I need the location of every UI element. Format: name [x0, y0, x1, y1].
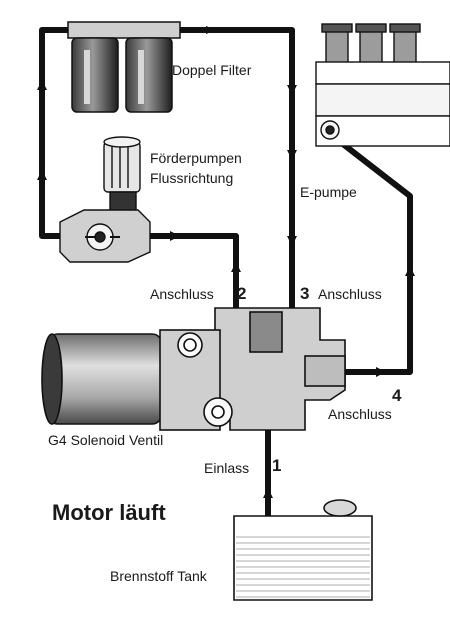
- arrow-icon: [287, 85, 297, 95]
- flow-arrows: [37, 26, 415, 498]
- label-anschluss-2: Anschluss: [150, 286, 214, 302]
- label-anschluss-3: Anschluss: [318, 286, 382, 302]
- arrow-icon: [37, 170, 47, 180]
- fuel-line-return-loop: [39, 27, 413, 375]
- arrow-icon: [231, 262, 241, 272]
- label-foerderpumpen: Förderpumpen: [150, 150, 242, 166]
- tank-icon: [233, 499, 373, 601]
- arrow-icon: [170, 231, 180, 241]
- label-tank: Brennstoff Tank: [110, 568, 207, 584]
- filter-icon: [67, 21, 181, 113]
- valve-block-icon: [214, 307, 346, 431]
- arrow-icon: [37, 80, 47, 90]
- label-port-3: 3: [300, 284, 310, 303]
- label-port-4: 4: [392, 386, 402, 405]
- label-einlass: Einlass: [204, 460, 250, 476]
- arrow-icon: [206, 26, 216, 34]
- label-port-2: 2: [237, 284, 247, 303]
- label-flussrichtung: Flussrichtung: [150, 170, 234, 186]
- injection-pump-icon: [315, 23, 450, 147]
- label-motor-status: Motor läuft: [52, 500, 166, 525]
- arrow-icon: [287, 150, 297, 160]
- label-anschluss-4: Anschluss: [328, 406, 392, 422]
- label-port-1: 1: [272, 456, 282, 475]
- pump-icon: [59, 136, 151, 263]
- label-solenoid: G4 Solenoid Ventil: [48, 432, 164, 448]
- arrow-icon: [405, 266, 415, 276]
- label-e-pumpe: E-pumpe: [300, 184, 357, 200]
- arrow-icon: [263, 488, 273, 498]
- solenoid-icon: [41, 329, 233, 431]
- arrow-icon: [376, 367, 386, 377]
- label-doppel-filter: Doppel Filter: [172, 62, 252, 78]
- fuel-line-pump-to-port2: [127, 233, 239, 333]
- arrow-icon: [287, 236, 297, 246]
